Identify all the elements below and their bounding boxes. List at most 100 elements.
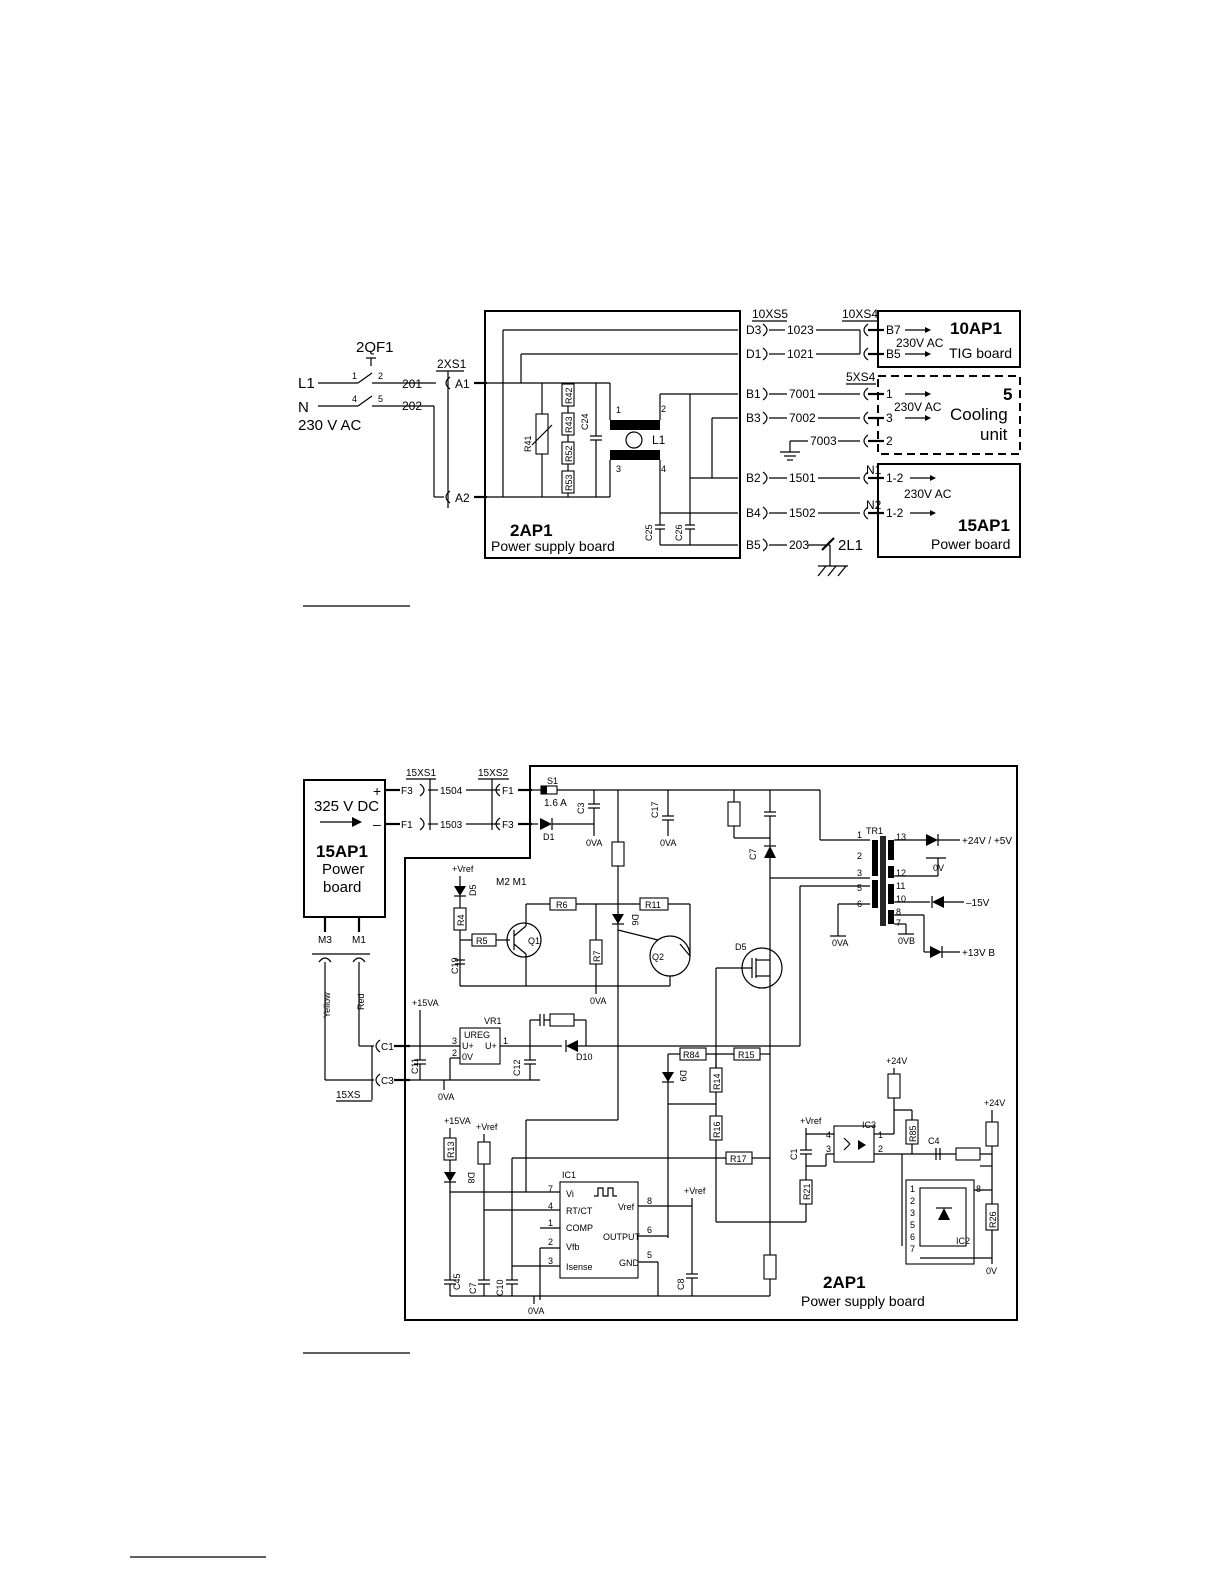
out-0v: 0V: [933, 863, 944, 873]
ic1-comp: COMP: [566, 1223, 593, 1233]
cooling-unit-title: 5: [1003, 385, 1012, 404]
pin-f3-left: F3: [401, 786, 413, 797]
vr1-0v: 0V: [462, 1052, 473, 1062]
sw-pin-4: 4: [352, 394, 357, 404]
ic1-vi: Vi: [566, 1189, 574, 1199]
fuse-rating: 1.6 A: [544, 798, 567, 809]
ova-vr1: 0VA: [438, 1092, 454, 1102]
pin-a1: A1: [455, 377, 470, 391]
pin-c3-left: C3: [381, 1076, 394, 1087]
xs-10xs4-label: 10XS4: [842, 307, 878, 321]
ic1-gnd: GND: [619, 1258, 640, 1268]
vref-ic1: +Vref: [684, 1186, 706, 1196]
r17-label: R17: [730, 1154, 747, 1164]
vr1-label: VR1: [484, 1016, 502, 1026]
xs-2xs1-label: 2XS1: [437, 357, 467, 371]
p24v-right: +24V: [984, 1098, 1005, 1108]
src-title: 15AP1: [316, 842, 368, 861]
tig-pin-b5: B5: [886, 347, 901, 361]
tig-voltage: 230V AC: [896, 336, 944, 350]
d5-top-label: D5: [468, 884, 478, 896]
r52-label: R52: [564, 445, 574, 462]
r7-label: R7: [592, 950, 602, 962]
power-supply-board-2ap1: [484, 310, 741, 559]
cool-pin-2: 2: [886, 434, 893, 448]
pwr-pin-2: 1-2: [886, 506, 904, 520]
vref-c1: +Vref: [800, 1116, 822, 1126]
tig-board-subtitle: TIG board: [949, 345, 1012, 361]
vref-r: +Vref: [476, 1122, 498, 1132]
d9-label: D9: [678, 1070, 688, 1082]
r15-label: R15: [738, 1050, 755, 1060]
wire-203: 203: [789, 538, 809, 552]
board2-subtitle: Power supply board: [801, 1293, 925, 1309]
ic1-pin7: 7: [548, 1184, 553, 1194]
m2m1-label: M2 M1: [496, 877, 527, 888]
pwr-pin-1: 1-2: [886, 471, 904, 485]
r53-label: R53: [564, 474, 574, 491]
choke-pin-4: 4: [661, 464, 666, 474]
r4-label: R4: [456, 914, 466, 926]
row-b1: B1 7001: [746, 387, 869, 401]
tig-board-title: 10AP1: [950, 319, 1002, 338]
ic2-pin3: 3: [910, 1208, 915, 1218]
pin-d1: D1: [746, 347, 762, 361]
d8-label: D8: [466, 1172, 476, 1184]
zero-v-right: 0V: [986, 1266, 997, 1276]
c3-label: C3: [576, 802, 586, 814]
r26-label: R26: [988, 1211, 998, 1228]
ic1-pin1: 1: [548, 1218, 553, 1228]
r5-label: R5: [476, 936, 488, 946]
vr1-regulator: [459, 1027, 501, 1065]
r16-label: R16: [712, 1121, 722, 1138]
ic1-pin6: 6: [647, 1225, 652, 1235]
tr-pin-3: 3: [857, 868, 862, 878]
ova-ic1: 0VA: [528, 1306, 544, 1316]
r11-label: R11: [645, 900, 661, 910]
vr1-uplus-in: U+: [462, 1041, 474, 1051]
ic1-rtct: RT/CT: [566, 1206, 593, 1216]
figure-2-power-supply-schematic: + – 325 V DC 15AP1 Power board F3 F1 15X…: [303, 765, 1018, 1354]
src-line2: board: [323, 879, 361, 896]
cooling-unit-line1: Cooling: [950, 405, 1008, 424]
ic3-label: IC3: [862, 1120, 876, 1130]
vref-d5-top: +Vref: [452, 864, 474, 874]
wire-yellow: Yellow: [322, 992, 332, 1018]
pin-f1-left: F1: [401, 820, 413, 831]
r41-label: R41: [523, 435, 533, 452]
board2-title: 2AP1: [823, 1273, 866, 1292]
row-b3: B3 7002: [746, 411, 869, 425]
pin-c1-left: C1: [381, 1042, 394, 1053]
m1-label: M1: [352, 935, 366, 946]
xs-15xs-label: 15XS: [336, 1090, 361, 1101]
ic1-vref: Vref: [618, 1202, 635, 1212]
ic1-pin2: 2: [548, 1237, 553, 1247]
tr-pin-5: 5: [857, 883, 862, 893]
cooling-unit-line2: unit: [980, 425, 1008, 444]
ic1-pin8: 8: [647, 1196, 652, 1206]
board-2ap1-title: 2AP1: [510, 521, 553, 540]
tr-pin-2: 2: [857, 851, 862, 861]
r84-label: R84: [683, 1050, 700, 1060]
xs-15xs1-label: 15XS1: [406, 768, 436, 779]
pin-b3: B3: [746, 411, 761, 425]
pwr-voltage: 230V AC: [904, 487, 952, 501]
cool-pin-3: 3: [886, 411, 893, 425]
c10-label: C10: [495, 1279, 505, 1296]
c7-bottom-label: C7: [468, 1282, 478, 1294]
ova-q: 0VA: [590, 996, 606, 1006]
c11-label: C11: [410, 1058, 420, 1074]
vr1-pin2: 2: [452, 1048, 457, 1058]
wire-1503: 1503: [440, 820, 463, 831]
pwr-n2: N2: [866, 498, 882, 512]
ic1-pwm-controller: [559, 1181, 639, 1279]
ic2-pin8: 8: [976, 1184, 981, 1194]
row-b4: B4 1502: [746, 506, 869, 520]
out-24v-5v: +24V / +5V: [962, 836, 1012, 847]
r14-label: R14: [712, 1073, 722, 1090]
tig-board-10ap1: [877, 310, 1021, 368]
choke-pin-1: 1: [616, 405, 621, 415]
ic3-pin4: 4: [826, 1130, 831, 1140]
vr1-uplus-out: U+: [485, 1041, 497, 1051]
r13-label: R13: [446, 1141, 456, 1158]
